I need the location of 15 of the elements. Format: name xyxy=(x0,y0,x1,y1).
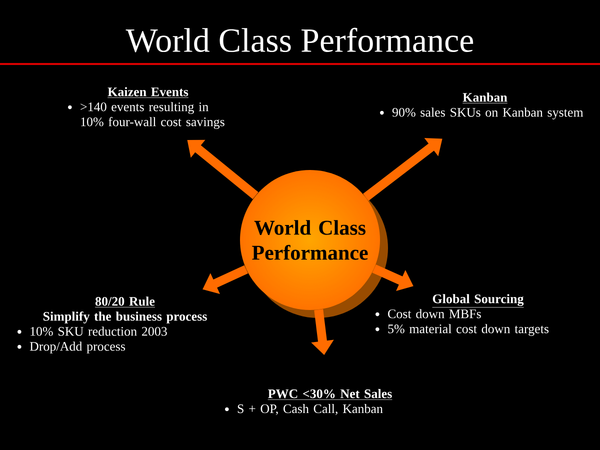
bullet-item: Drop/Add process xyxy=(30,342,126,354)
bullet-item: 90% sales SKUs on Kanban system xyxy=(392,108,584,120)
bullet-item: Cost down MBFs xyxy=(388,309,481,318)
heading: Kanban xyxy=(462,92,508,104)
subheading: Simplify the business process xyxy=(43,311,207,324)
title: World Class Performance xyxy=(126,28,474,52)
bullet-item: 5% material cost down targets xyxy=(388,324,549,336)
circle-label: World Class Performance xyxy=(252,220,368,260)
heading: Kaizen Events xyxy=(107,87,189,98)
bullet-item: 10% SKU reduction 2003 xyxy=(30,326,167,336)
bullet-item: S + OP, Cash Call, Kanban xyxy=(238,404,383,416)
heading: Global Sourcing xyxy=(432,294,524,308)
heading: 80/20 Rule xyxy=(94,296,156,308)
bullet-item: >140 events resulting in 10% four-wall cost savings xyxy=(80,102,224,129)
heading: PWC <30% Net Sales xyxy=(268,389,392,400)
